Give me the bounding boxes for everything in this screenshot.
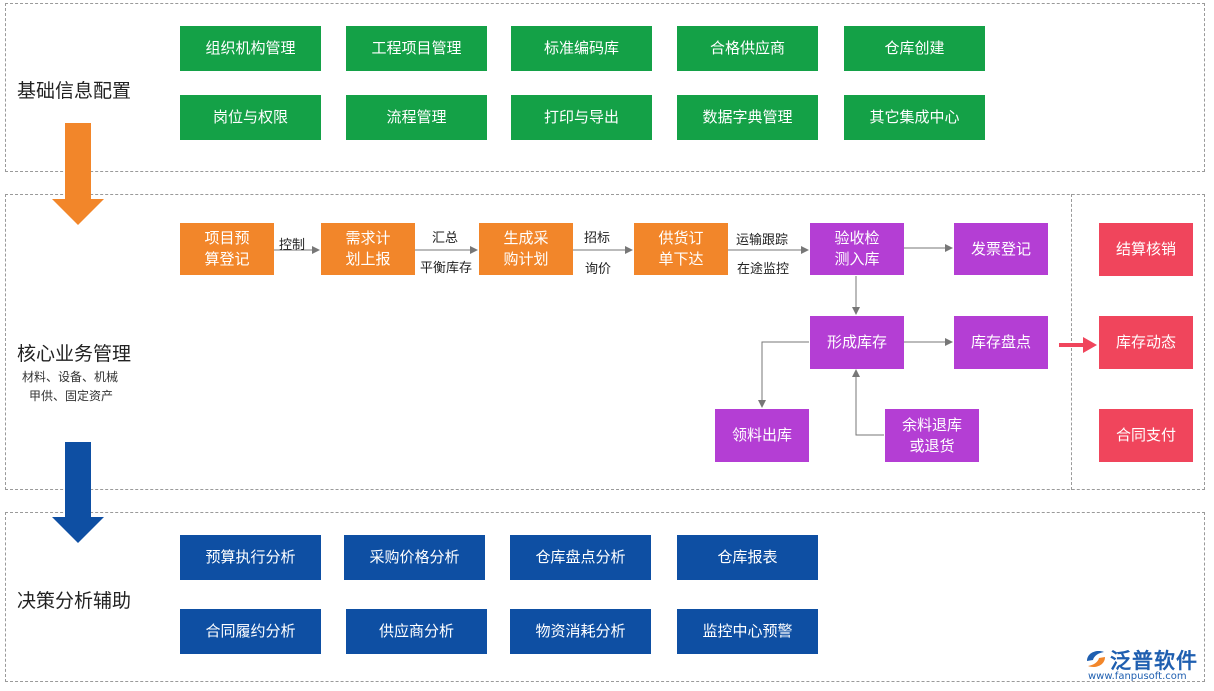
label-bid: 招标 <box>584 231 611 246</box>
basic-item-supplier[interactable]: 合格供应商 <box>677 26 818 71</box>
node-material-issue[interactable]: 领料出库 <box>715 409 809 462</box>
node-budget-registration[interactable]: 项目预 算登记 <box>180 223 274 275</box>
decision-item-inventory-analysis[interactable]: 仓库盘点分析 <box>510 535 651 580</box>
core-business-subtitle-2: 甲供、固定资产 <box>29 389 114 403</box>
basic-item-post[interactable]: 岗位与权限 <box>180 95 321 140</box>
decision-item-warehouse-report[interactable]: 仓库报表 <box>677 535 818 580</box>
fanpu-logo: 泛普软件 www.fanpusoft.com <box>1084 645 1208 687</box>
basic-item-code[interactable]: 标准编码库 <box>511 26 652 71</box>
label-transport-tracking: 运输跟踪 <box>736 233 789 248</box>
node-return-material[interactable]: 余料退库 或退货 <box>885 409 979 462</box>
decision-item-contract-analysis[interactable]: 合同履约分析 <box>180 609 321 654</box>
node-supply-order[interactable]: 供货订 单下达 <box>634 223 728 275</box>
decision-item-consumption-analysis[interactable]: 物资消耗分析 <box>510 609 651 654</box>
logo-name: 泛普软件 <box>1110 649 1198 673</box>
basic-item-integration[interactable]: 其它集成中心 <box>844 95 985 140</box>
basic-item-dictionary[interactable]: 数据字典管理 <box>677 95 818 140</box>
basic-config-section <box>5 3 1205 172</box>
label-balance-stock: 平衡库存 <box>420 261 473 276</box>
core-business-title: 核心业务管理 <box>17 343 132 365</box>
node-stock-dynamics[interactable]: 库存动态 <box>1099 316 1193 369</box>
label-transit-monitor: 在途监控 <box>737 262 790 277</box>
label-summary: 汇总 <box>432 231 459 246</box>
node-contract-payment[interactable]: 合同支付 <box>1099 409 1193 462</box>
node-settlement[interactable]: 结算核销 <box>1099 223 1193 276</box>
decision-item-price-analysis[interactable]: 采购价格分析 <box>344 535 485 580</box>
node-stock-check[interactable]: 库存盘点 <box>954 316 1048 369</box>
node-inspect-storage[interactable]: 验收检 测入库 <box>810 223 904 275</box>
label-control: 控制 <box>279 238 306 253</box>
decision-section <box>5 512 1205 682</box>
logo-url: www.fanpusoft.com <box>1088 671 1187 682</box>
basic-item-print[interactable]: 打印与导出 <box>511 95 652 140</box>
decision-item-budget-analysis[interactable]: 预算执行分析 <box>180 535 321 580</box>
node-invoice-registration[interactable]: 发票登记 <box>954 223 1048 275</box>
node-purchase-plan[interactable]: 生成采 购计划 <box>479 223 573 275</box>
decision-item-supplier-analysis[interactable]: 供应商分析 <box>346 609 487 654</box>
decision-title: 决策分析辅助 <box>17 590 132 612</box>
node-demand-plan[interactable]: 需求计 划上报 <box>321 223 415 275</box>
basic-item-flow[interactable]: 流程管理 <box>346 95 487 140</box>
basic-item-warehouse[interactable]: 仓库创建 <box>844 26 985 71</box>
basic-config-title: 基础信息配置 <box>17 80 132 102</box>
basic-item-org[interactable]: 组织机构管理 <box>180 26 321 71</box>
fanpu-logo-icon <box>1087 651 1105 667</box>
label-inquiry: 询价 <box>585 262 612 277</box>
basic-item-project[interactable]: 工程项目管理 <box>346 26 487 71</box>
core-business-subtitle-1: 材料、设备、机械 <box>22 370 119 384</box>
node-form-stock[interactable]: 形成库存 <box>810 316 904 369</box>
core-right-divider <box>1071 194 1072 490</box>
decision-item-monitor-warning[interactable]: 监控中心预警 <box>677 609 818 654</box>
core-business-section <box>5 194 1205 490</box>
